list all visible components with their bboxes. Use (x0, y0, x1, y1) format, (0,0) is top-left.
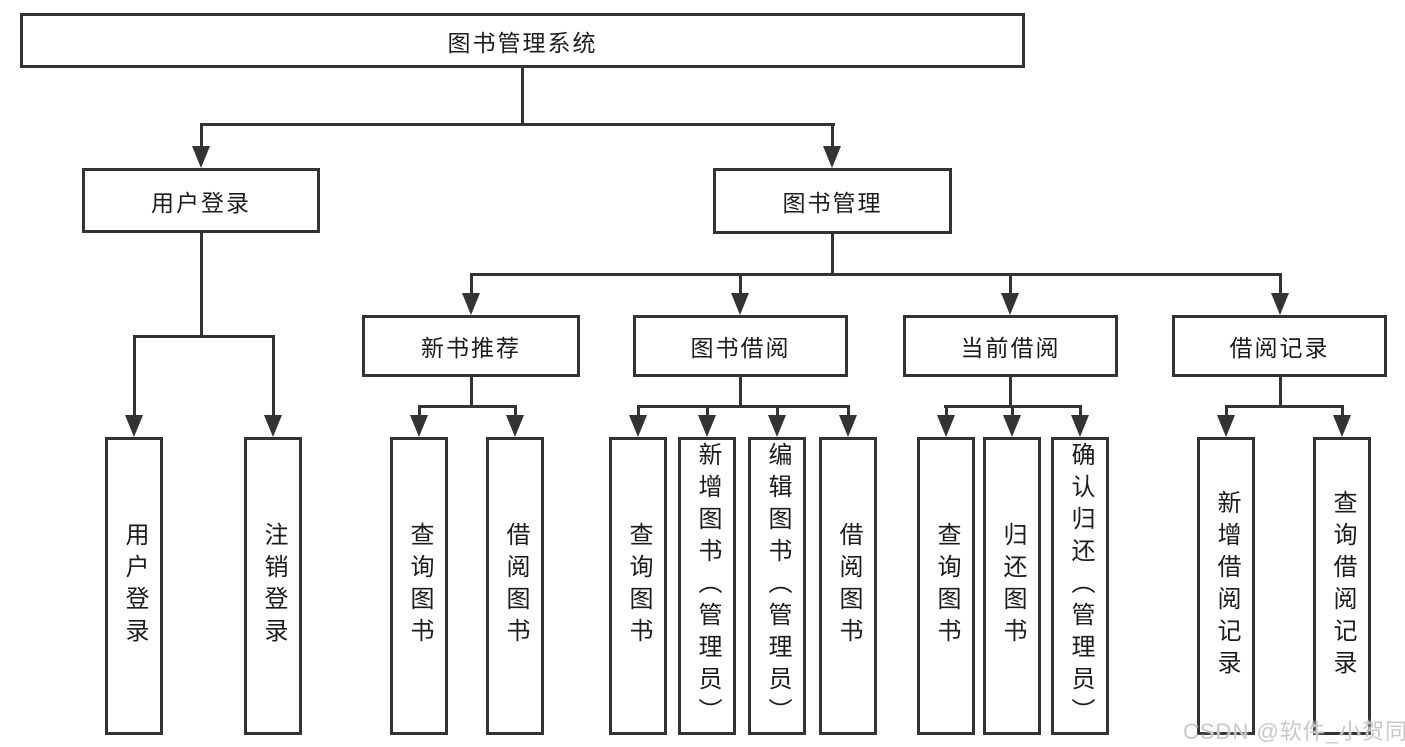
arrowhead-down-icon (125, 415, 143, 437)
connector-to-logout (272, 335, 275, 419)
leaf-label: 借阅图书 (502, 522, 529, 650)
connector-to-new-book-recommend (470, 273, 473, 297)
node-label: 用户登录 (151, 189, 251, 216)
connector-leaf (847, 405, 850, 419)
node-label: 图书借阅 (690, 335, 791, 361)
leaf-logout-login: 注销登录 (244, 437, 302, 735)
leaf-cb-confirm-return: 确认归还（管理员） (1051, 437, 1109, 735)
leaf-bb-borrow-book: 借阅图书 (819, 437, 877, 735)
connector-to-borrowing-records (1279, 273, 1282, 297)
connector-to-book-management (831, 123, 834, 151)
leaf-label: 查询图书 (933, 522, 960, 650)
node-label: 借阅记录 (1229, 335, 1330, 361)
connector-nbr-branch (418, 405, 517, 408)
connector-root-stem (521, 68, 524, 125)
connector-to-current-borrowing (1009, 273, 1012, 297)
connector-leaf (706, 405, 709, 419)
connector-leaf (418, 405, 421, 419)
arrowhead-down-icon (731, 293, 749, 315)
leaf-nbr-query-book: 查询图书 (390, 437, 448, 735)
leaf-label: 编辑图书（管理员） (764, 442, 791, 730)
connector-root-branch (200, 123, 835, 126)
connector-br-branch (1225, 405, 1343, 408)
arrowhead-down-icon (839, 415, 857, 437)
node-borrowing-records: 借阅记录 (1172, 315, 1387, 377)
node-label: 当前借阅 (960, 335, 1061, 361)
arrowhead-down-icon (937, 415, 955, 437)
connector-bb-branch (637, 405, 849, 408)
leaf-label: 注销登录 (260, 522, 287, 650)
leaf-label: 确认归还（管理员） (1067, 442, 1094, 730)
node-current-borrowing: 当前借阅 (903, 315, 1118, 377)
arrowhead-down-icon (192, 146, 210, 168)
connector-to-login (133, 335, 136, 419)
connector-leaf (1079, 405, 1082, 419)
arrowhead-down-icon (1333, 415, 1351, 437)
node-new-book-recommend: 新书推荐 (362, 315, 580, 377)
leaf-bb-add-book: 新增图书（管理员） (678, 437, 736, 735)
leaf-bb-edit-book: 编辑图书（管理员） (748, 437, 806, 735)
connector-cb-stem (1009, 377, 1012, 407)
connector-leaf (945, 405, 948, 419)
connector-user-login-branch (133, 335, 275, 338)
leaf-user-login: 用户登录 (105, 437, 163, 735)
connector-br-stem (1279, 377, 1282, 407)
connector-book-management-stem (831, 234, 834, 275)
node-book-management: 图书管理 (713, 168, 952, 234)
leaf-nbr-borrow-book: 借阅图书 (486, 437, 544, 735)
connector-book-management-branch (470, 273, 1281, 276)
arrowhead-down-icon (1071, 415, 1089, 437)
arrowhead-down-icon (410, 415, 428, 437)
arrowhead-down-icon (462, 293, 480, 315)
connector-leaf (514, 405, 517, 419)
leaf-label: 新增图书（管理员） (694, 442, 721, 730)
leaf-cb-query-book: 查询图书 (917, 437, 975, 735)
leaf-bb-query-book: 查询图书 (609, 437, 667, 735)
node-label: 图书管理 (782, 190, 883, 216)
leaf-label: 归还图书 (999, 522, 1026, 650)
arrowhead-down-icon (768, 415, 786, 437)
arrowhead-down-icon (698, 415, 716, 437)
leaf-label: 查询图书 (625, 522, 652, 650)
connector-nbr-stem (470, 377, 473, 407)
arrowhead-down-icon (1271, 293, 1289, 315)
arrowhead-down-icon (1217, 415, 1235, 437)
node-book-borrowing: 图书借阅 (633, 315, 848, 377)
connector-bb-stem (739, 377, 742, 407)
node-label: 图书管理系统 (447, 29, 598, 56)
connector-leaf (1011, 405, 1014, 419)
connector-user-login-stem (200, 233, 203, 337)
node-library-management-system: 图书管理系统 (20, 13, 1025, 68)
leaf-label: 用户登录 (121, 522, 148, 650)
leaf-label: 查询图书 (406, 522, 433, 650)
connector-leaf (637, 405, 640, 419)
node-user-login: 用户登录 (82, 168, 320, 233)
connector-leaf (1225, 405, 1228, 419)
connector-to-user-login (200, 123, 203, 151)
connector-leaf (776, 405, 779, 419)
leaf-br-add-record: 新增借阅记录 (1197, 437, 1255, 735)
arrowhead-down-icon (264, 415, 282, 437)
leaf-label: 新增借阅记录 (1213, 490, 1240, 682)
arrowhead-down-icon (629, 415, 647, 437)
arrowhead-down-icon (506, 415, 524, 437)
arrowhead-down-icon (1003, 415, 1021, 437)
leaf-label: 查询借阅记录 (1329, 490, 1356, 682)
connector-leaf (1341, 405, 1344, 419)
leaf-br-query-record: 查询借阅记录 (1313, 437, 1371, 735)
leaf-label: 借阅图书 (835, 522, 862, 650)
arrowhead-down-icon (1001, 293, 1019, 315)
arrowhead-down-icon (823, 146, 841, 168)
leaf-cb-return-book: 归还图书 (983, 437, 1041, 735)
connector-to-book-borrowing (739, 273, 742, 297)
csdn-watermark: CSDN @软件_小贺同学 (1183, 719, 1405, 744)
node-label: 新书推荐 (421, 335, 521, 361)
